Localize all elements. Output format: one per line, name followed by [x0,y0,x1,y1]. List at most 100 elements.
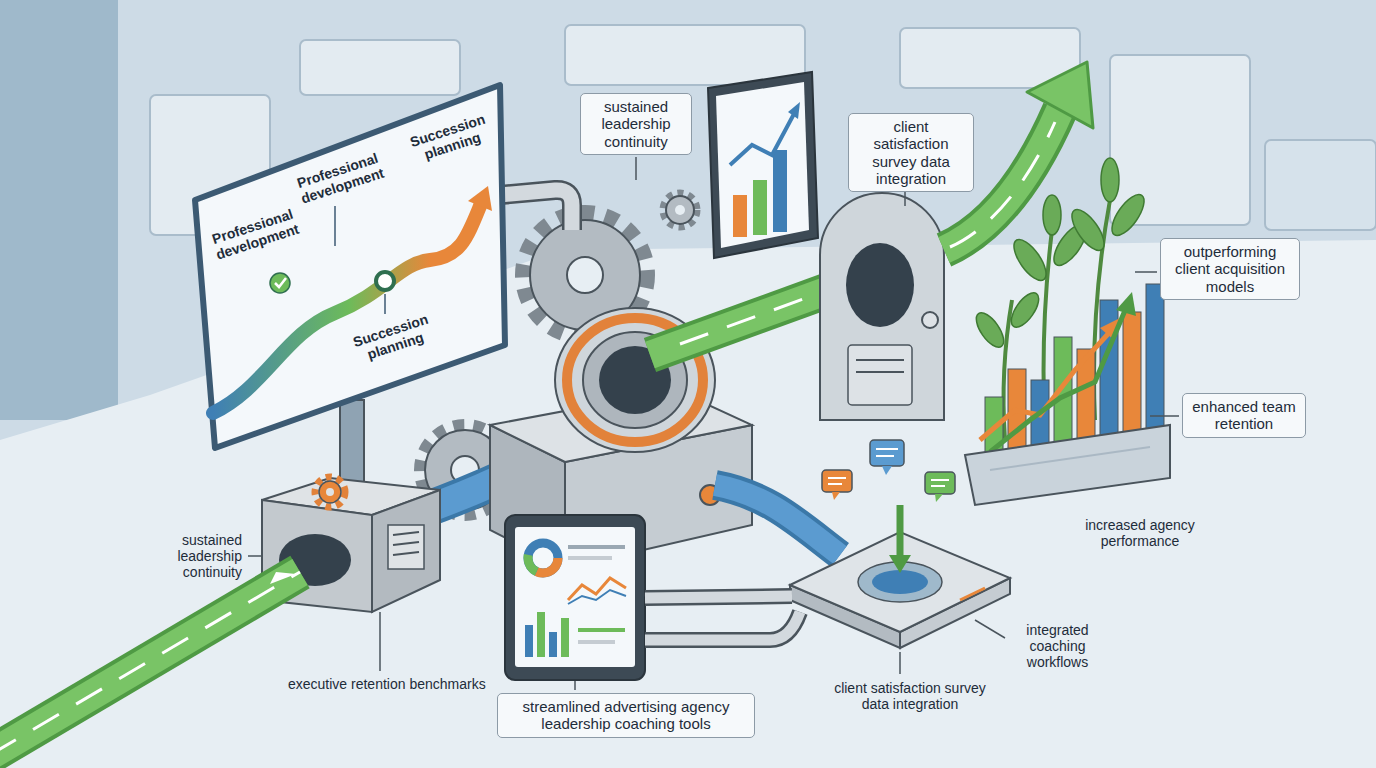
callout-box: outperforming client acquisition models [1160,238,1300,300]
speech-bubbles [870,440,904,466]
growth-arrow [1027,62,1093,128]
monitor-outline [384,294,386,314]
feedback-hub [889,555,911,573]
dashboard-tablet [525,625,533,657]
flow-band-blue [715,485,840,555]
leader-line [248,555,262,557]
speech-bubbles [828,477,846,479]
dashboard-tablet [549,632,557,657]
big-gear [567,257,603,293]
speech-bubbles [822,440,955,502]
callout-box: client satisfaction survey data integrat… [848,113,974,192]
plants [1008,235,1052,286]
arch-gate [922,312,938,328]
chart-tablet [773,150,787,232]
machine-box [326,488,334,496]
small-gear [663,193,697,227]
monitor-outline [468,186,492,211]
dashboard-tablet [578,640,615,644]
dashboard-tablet [561,618,569,657]
monitor-outline [376,272,394,290]
machine-box [393,552,419,555]
dashboard-tablet [528,543,558,573]
flow-band-blue [715,485,840,555]
speech-bubbles [876,455,894,457]
bar-chart [965,284,1170,505]
dashboard-tablet [568,578,626,600]
speech-bubbles [828,483,842,485]
machine-box [372,490,440,612]
dashboard-tablet [568,590,626,604]
small-gear [663,193,697,227]
pipe [645,596,800,640]
dashboard-tablet [505,515,645,680]
monitor-outline [270,273,290,293]
arch-gate [820,193,944,420]
monitor-outline [275,278,286,287]
speech-bubbles [876,448,898,450]
back-wall [1265,140,1376,230]
plain-label: increased agency performance [1065,517,1215,549]
chart-tablet [716,82,809,248]
chart-tablet [730,112,795,165]
dashboard-tablet [578,628,625,632]
dashboard-tablet [505,515,645,680]
back-wall [0,0,118,420]
chart-tablet [788,102,800,119]
small-gear [666,196,694,224]
pipe [500,190,572,230]
small-gear [675,205,685,215]
bar-chart [965,425,1170,505]
callout-box: streamlined advertising agency leadershi… [497,693,755,738]
bar-chart [1123,312,1141,441]
speech-bubbles [822,470,852,492]
monitor-screen: Professional developmentProfessional dev… [185,78,515,458]
speech-bubbles [935,494,943,502]
leader-line [379,612,381,671]
pipe [500,190,572,230]
leader-line [574,681,576,690]
monitor-outline [334,206,336,246]
flow-band-green [0,572,300,755]
flow-band-blue [715,485,840,555]
pipe [645,612,800,640]
leader-line [1135,271,1157,273]
dashboard-tablet [528,543,558,573]
machine-box [393,542,419,545]
chart-tablet [708,72,818,258]
dashboard-tablet [528,543,558,573]
feedback-hub [790,505,1010,648]
box-text: enhanced team retention [1191,398,1297,433]
box-text: outperforming client acquisition models [1169,243,1291,295]
box-text: sustained leadership continuity [589,98,683,150]
leader-line [975,620,1005,638]
machine-box [315,477,345,507]
arch-gate [856,371,904,373]
arch-gate [848,345,912,405]
feedback-hub [960,588,985,600]
bar-chart [990,308,1126,452]
arch-gate [846,243,914,327]
back-wall [300,40,460,95]
flow-band-green [270,572,296,584]
bar-chart [1116,292,1136,316]
dashboard-tablet [515,527,635,667]
plain-label: client satisfaction survey data integrat… [820,680,1000,712]
callout-box: enhanced team retention [1182,393,1306,438]
plants [1006,288,1044,331]
machine-box [319,481,341,503]
back-wall [565,25,805,85]
flow-band-green [0,572,300,755]
pipe [645,596,792,598]
monitor-outline [195,85,505,448]
box-text: client satisfaction survey data integrat… [857,118,965,187]
bar-chart [1146,284,1164,438]
arch-gate [820,193,944,420]
pipe [500,190,572,230]
plain-label: executive retention benchmarks [288,676,493,692]
speech-bubbles [931,485,945,487]
machine-box [393,532,419,535]
pipe [645,612,800,640]
